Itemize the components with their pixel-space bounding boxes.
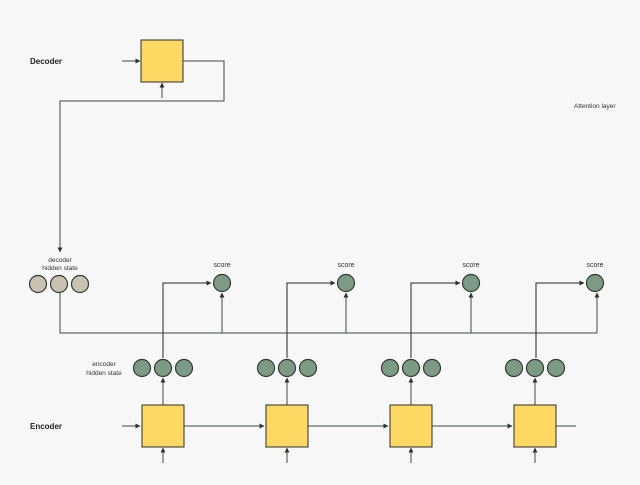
decoder-hidden-state-label-line2: hidden state <box>42 265 78 272</box>
encoder-state-node <box>525 358 545 378</box>
score-node <box>212 273 232 293</box>
score-column-4: score <box>535 262 605 358</box>
score-node <box>461 273 481 293</box>
decoder-broadcast-wire <box>59 293 597 334</box>
encoder-state-node <box>422 358 442 378</box>
score-label: score <box>213 262 230 269</box>
encoder-state-node <box>256 358 276 378</box>
decoder-state-node <box>49 274 69 294</box>
encoder-to-score-arrow <box>535 280 585 358</box>
score-label: score <box>586 262 603 269</box>
decoder-state-node <box>70 274 90 294</box>
encoder-state-node <box>298 358 318 378</box>
encoder-to-score-arrow <box>410 280 461 358</box>
decoder-label: Decoder <box>30 57 62 66</box>
encoder-cell <box>141 404 185 448</box>
encoder-state-node <box>132 358 152 378</box>
attention-layer-label: Attention layer <box>574 103 616 110</box>
decoder-cell <box>140 39 184 83</box>
encoder-hidden-state-2 <box>256 358 318 378</box>
encoder-state-node <box>504 358 524 378</box>
encoder-row <box>122 377 576 463</box>
score-column-2: score <box>286 262 356 358</box>
encoder-state-node <box>174 358 194 378</box>
score-label: score <box>462 262 479 269</box>
encoder-hidden-state-3 <box>380 358 442 378</box>
encoder-to-score-arrow <box>162 280 212 358</box>
score-node <box>336 273 356 293</box>
encoder-state-node <box>277 358 297 378</box>
encoder-cell <box>389 404 433 448</box>
decoder-block <box>57 39 225 253</box>
decoder-hidden-state-label-line1: decoder <box>48 257 72 264</box>
encoder-cell <box>513 404 557 448</box>
score-column-3: score <box>410 262 481 358</box>
encoder-state-node <box>153 358 173 378</box>
encoder-to-score-arrow <box>286 280 336 358</box>
encoder-cell <box>265 404 309 448</box>
encoder-label: Encoder <box>30 422 62 431</box>
encoder-state-node <box>380 358 400 378</box>
decoder-hidden-state <box>28 274 90 294</box>
score-label: score <box>337 262 354 269</box>
decoder-state-node <box>28 274 48 294</box>
encoder-state-node <box>546 358 566 378</box>
encoder-hidden-state-label-line2: hidden state <box>86 370 122 377</box>
encoder-state-node <box>401 358 421 378</box>
encoder-hidden-state-label-line1: encoder <box>92 361 116 368</box>
score-node <box>585 273 605 293</box>
encoder-hidden-state-1 <box>132 358 194 378</box>
decoder-to-hidden-state-wire <box>57 60 225 253</box>
score-column-1: score <box>162 262 232 358</box>
encoder-hidden-state-4 <box>504 358 566 378</box>
